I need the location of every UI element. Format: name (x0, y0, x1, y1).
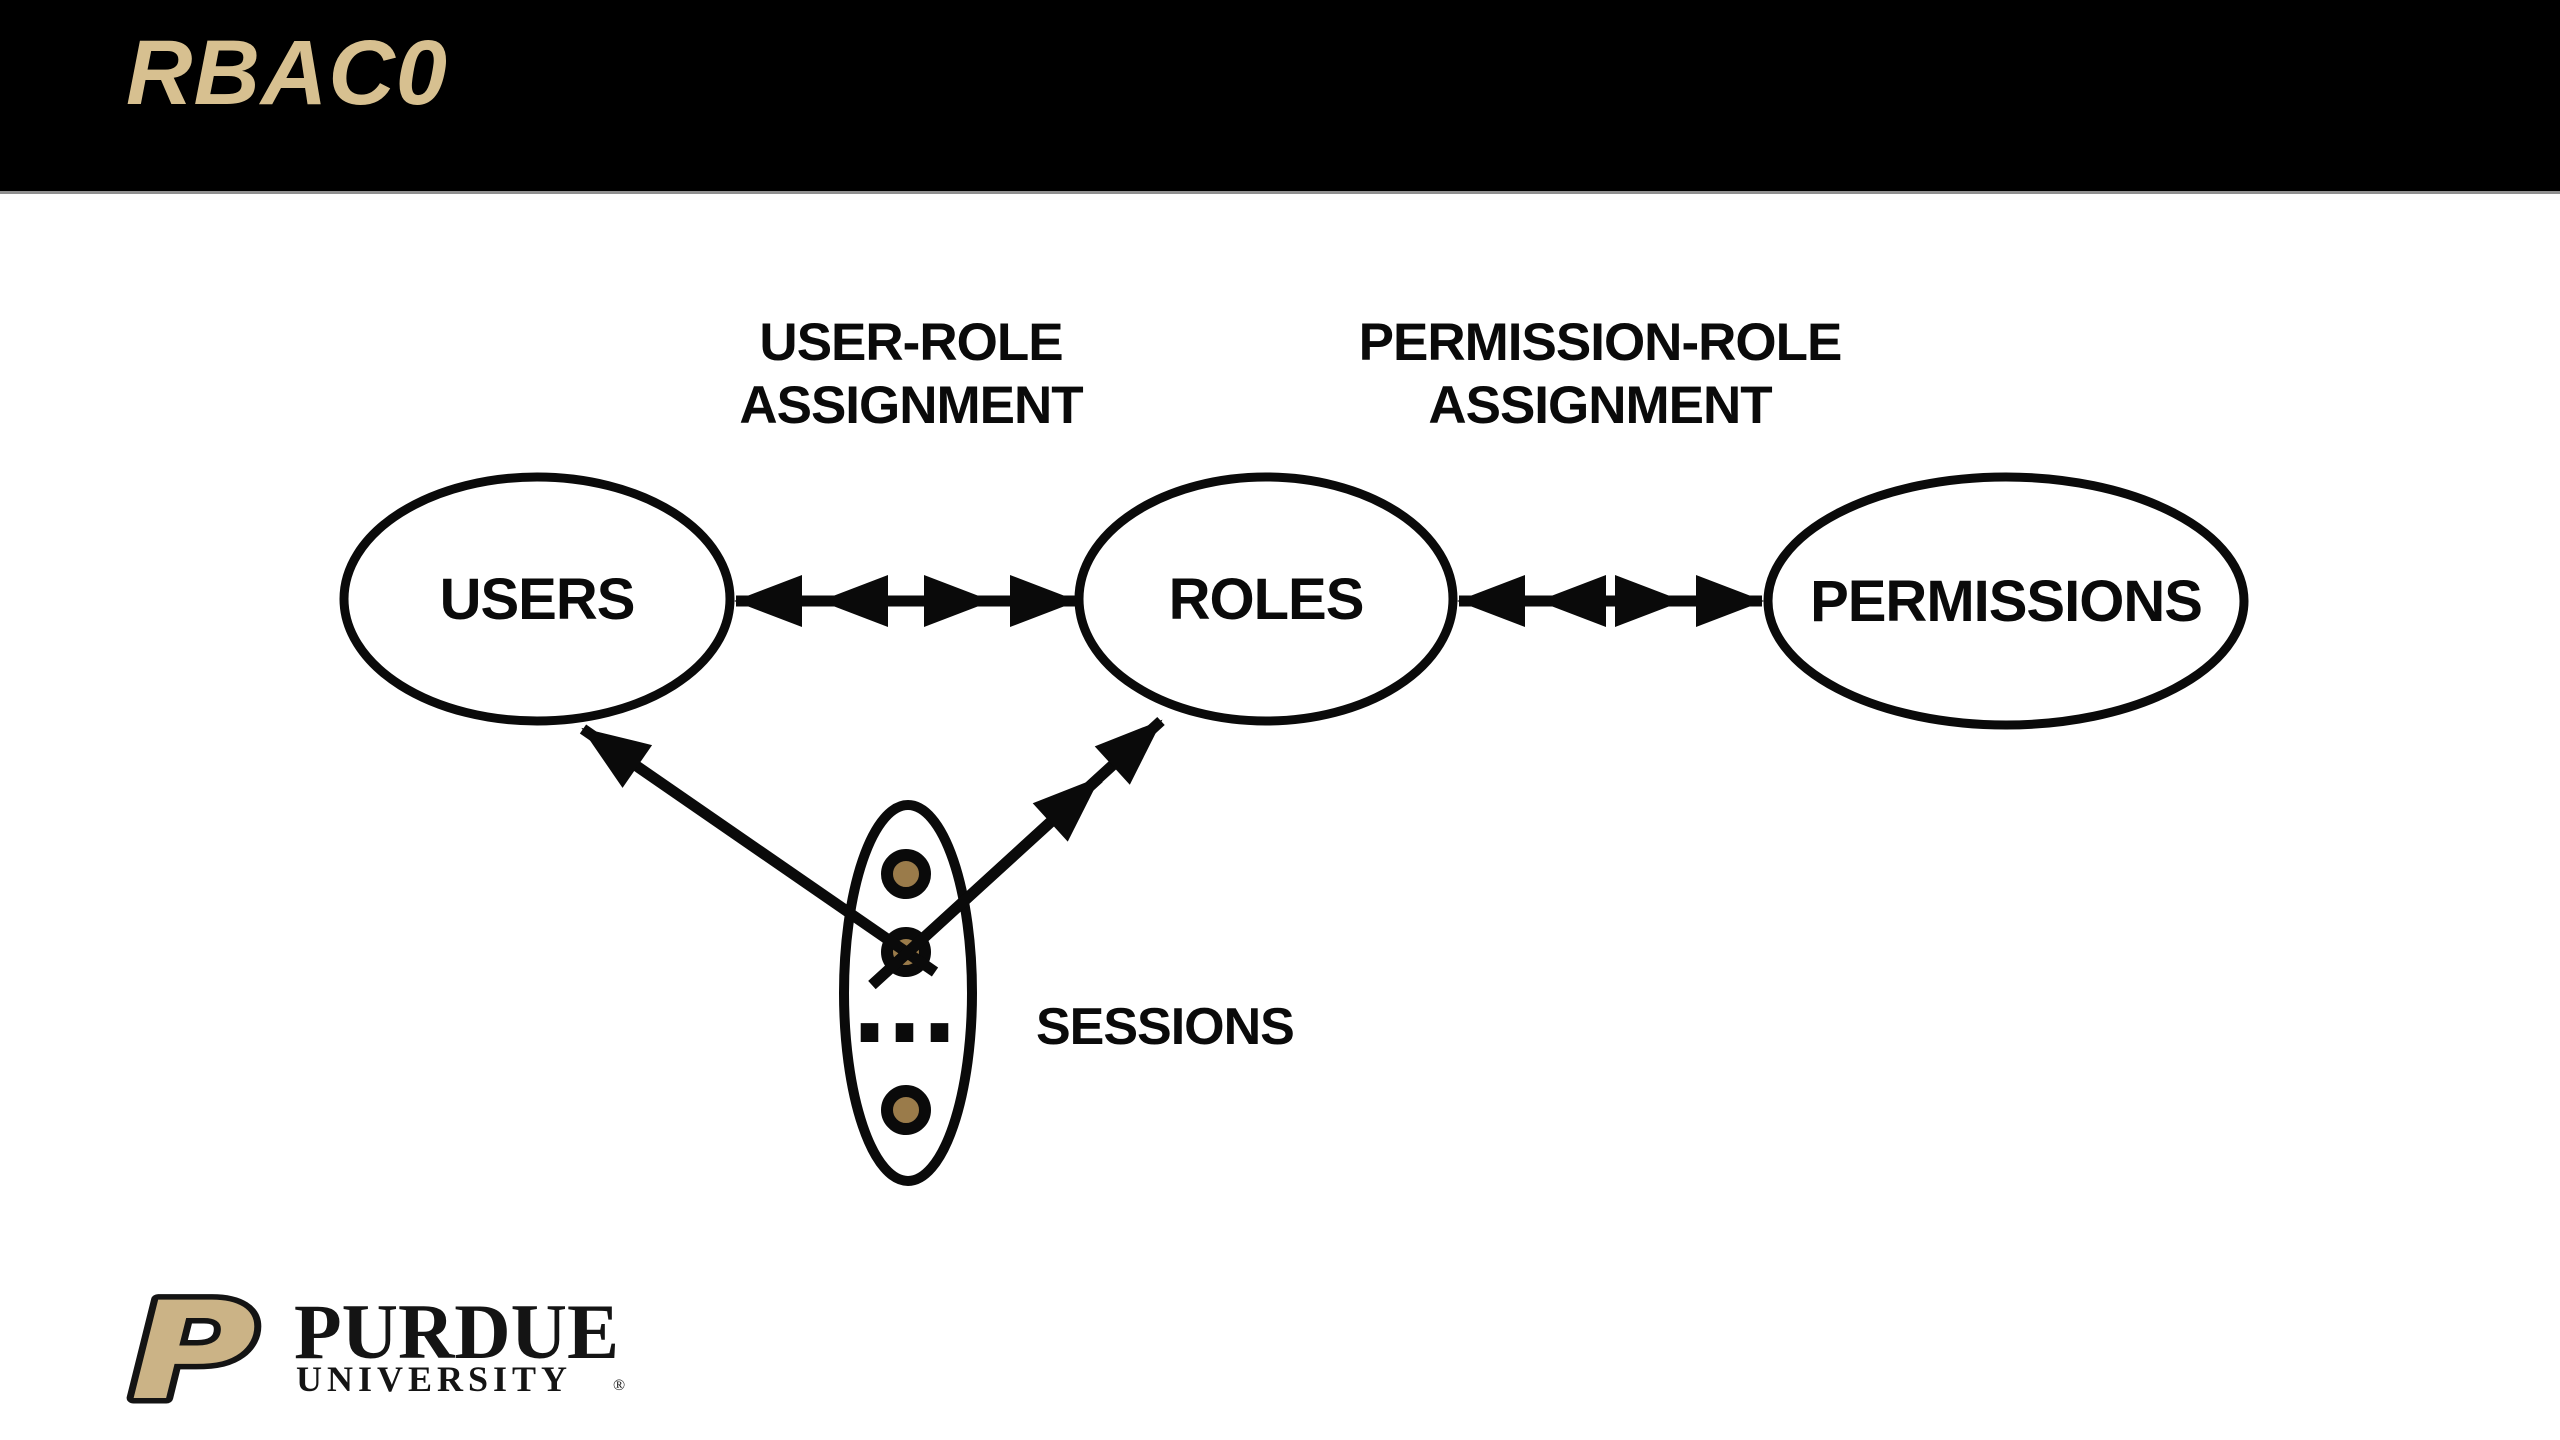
arrow-line (579, 724, 939, 977)
title-bar: RBAC0 (0, 0, 2560, 194)
roles-ellipse (1074, 472, 1458, 726)
purdue-logo: P PURDUE UNIVERSITY ® (124, 1278, 625, 1436)
sessions-ellipse (839, 800, 977, 1186)
purdue-p-mark: P (124, 1278, 263, 1436)
sessions-ellipsis: ... (851, 949, 956, 1066)
session-dot (881, 849, 931, 899)
roles-label: ROLES (1169, 567, 1364, 632)
sessions-users-arrow (579, 724, 939, 977)
users-ellipse (339, 472, 735, 726)
user-role-assignment-label-line2: ASSIGNMENT (739, 376, 1083, 435)
sessions-roles-arrow (868, 716, 1165, 990)
user-role-assignment-label-line1: USER-ROLE (759, 313, 1062, 372)
permissions-label: PERMISSIONS (1810, 569, 2202, 634)
arrow-line (868, 773, 1103, 990)
sessions-label: SESSIONS (1036, 998, 1294, 1056)
session-dot (881, 1085, 931, 1135)
permission-role-assignment-label-line1: PERMISSION-ROLE (1359, 313, 1842, 372)
purdue-p-monogram: P (130, 1278, 257, 1430)
slide-title: RBAC0 (126, 22, 448, 124)
purdue-university-wordmark: UNIVERSITY (296, 1359, 572, 1399)
registered-trademark-symbol: ® (613, 1377, 625, 1394)
purdue-wordmark: PURDUE (294, 1288, 619, 1375)
permissions-ellipse (1763, 472, 2249, 730)
users-label: USERS (440, 567, 635, 632)
permission-role-assignment-label-line2: ASSIGNMENT (1428, 376, 1772, 435)
